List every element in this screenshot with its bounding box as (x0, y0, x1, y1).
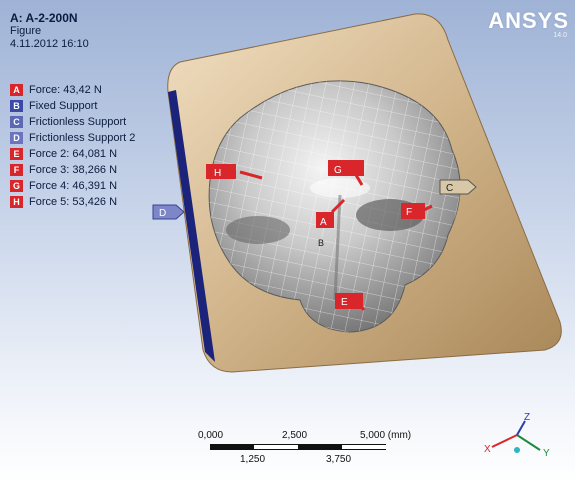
analysis-header: A: A-2-200N Figure 4.11.2012 16:10 (10, 12, 89, 51)
scale-label-1250: 1,250 (240, 454, 266, 465)
legend-item[interactable]: G Force 4: 46,391 N (10, 178, 135, 194)
legend-label: Force 4: 46,391 N (29, 180, 118, 192)
legend-label: Frictionless Support (29, 116, 127, 128)
analysis-title: A: A-2-200N (10, 11, 78, 25)
tag-d: D (159, 208, 166, 219)
force-arrow-e[interactable]: E (335, 293, 366, 311)
legend-key-g: G (10, 180, 23, 192)
boundary-legend: A Force: 43,42 N B Fixed Support C Friction… (10, 82, 135, 210)
support-tag-c[interactable]: C (439, 179, 477, 195)
scale-seg-3 (298, 444, 342, 450)
force-arrow-g[interactable]: G (328, 160, 364, 186)
legend-label: Force 3: 38,266 N (29, 164, 118, 176)
ansys-logo: ANSYS (488, 8, 569, 33)
tag-e: E (341, 297, 348, 308)
legend-label: Force 2: 64,081 N (29, 148, 118, 160)
legend-item[interactable]: D Frictionless Support 2 (10, 130, 135, 146)
axis-triad[interactable]: X Y Z (484, 412, 550, 459)
legend-item[interactable]: E Force 2: 64,081 N (10, 146, 135, 162)
fixed-support-edge (168, 90, 215, 362)
version-label: 14.0 (553, 32, 567, 39)
legend-label: Fixed Support (29, 100, 98, 112)
ridge (333, 194, 342, 301)
legend-item[interactable]: F Force 3: 38,266 N (10, 162, 135, 178)
legend-item[interactable]: H Force 5: 53,426 N (10, 194, 135, 210)
highlight (310, 178, 370, 198)
triad-x-label: X (484, 444, 491, 455)
triad-z-label: Z (524, 412, 530, 423)
scale-seg-1 (210, 444, 254, 450)
legend-label: Force: 43,42 N (29, 84, 102, 96)
tag-h: H (214, 168, 221, 179)
legend-key-b: B (10, 100, 23, 112)
timestamp: 4.11.2012 16:10 (10, 38, 89, 50)
scale-label-5000: 5,000 (mm) (360, 430, 412, 441)
force-arrow-f[interactable]: F (401, 203, 433, 219)
recess-left (226, 216, 290, 244)
tag-c: C (446, 183, 453, 194)
tag-f: F (406, 207, 412, 218)
legend-key-d: D (10, 132, 23, 144)
scale-label-3750: 3,750 (326, 454, 352, 465)
scale-seg-4 (342, 444, 386, 450)
triad-y-label: Y (543, 448, 550, 459)
face-mesh (209, 80, 461, 332)
scale-label-0: 0,000 (198, 430, 224, 441)
scale-bar: 0,000 2,500 5,000 (mm) 1,250 3,750 (198, 428, 423, 468)
legend-key-f: F (10, 164, 23, 176)
figure-label: Figure (10, 25, 42, 37)
legend-key-e: E (10, 148, 23, 160)
legend-item[interactable]: C Frictionless Support (10, 114, 135, 130)
force-arrow-h[interactable]: H (206, 164, 263, 180)
legend-label: Frictionless Support 2 (29, 132, 136, 144)
legend-label: Force 5: 53,426 N (29, 196, 118, 208)
legend-key-a: A (10, 84, 23, 96)
tag-g: G (334, 165, 342, 176)
scale-label-2500: 2,500 (282, 430, 308, 441)
legend-item[interactable]: A Force: 43,42 N (10, 82, 135, 98)
scale-seg-2 (254, 444, 298, 450)
legend-key-c: C (10, 116, 23, 128)
tag-a: A (320, 217, 327, 228)
legend-item[interactable]: B Fixed Support (10, 98, 135, 114)
force-arrow-a[interactable]: A (316, 198, 346, 228)
tag-b: B (318, 238, 324, 248)
legend-key-h: H (10, 196, 23, 208)
support-tag-d[interactable]: D (152, 204, 185, 220)
